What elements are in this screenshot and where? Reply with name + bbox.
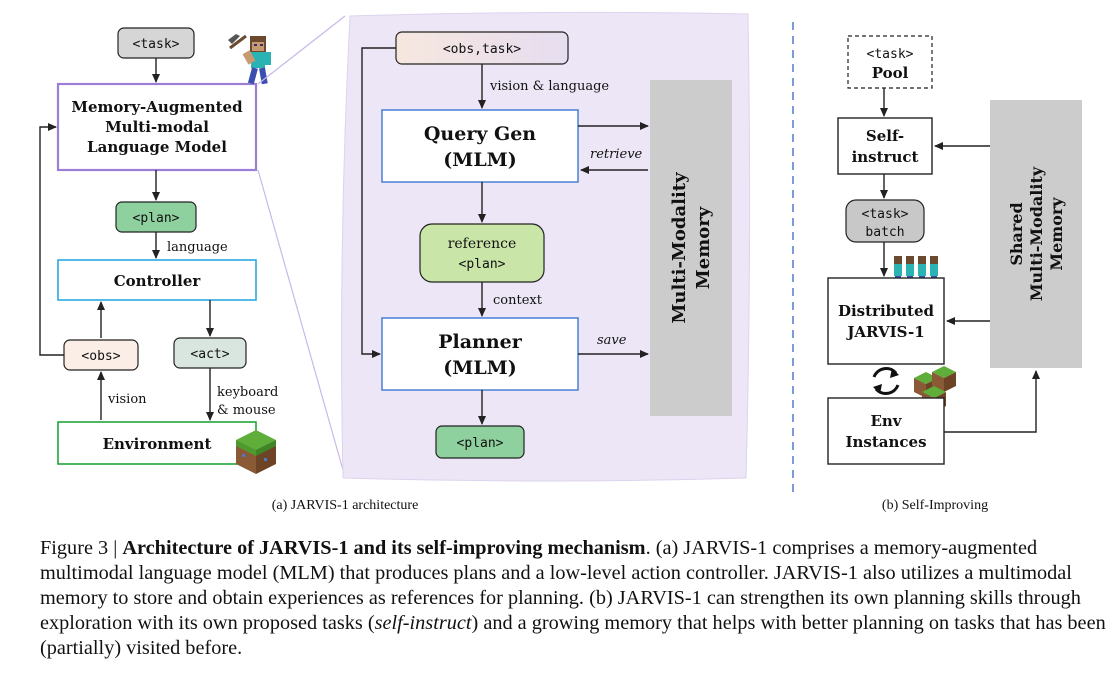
keyboard-edge-label-2: & mouse xyxy=(217,403,276,418)
act-label: <act> xyxy=(190,347,229,362)
panel-b-caption: (b) Self-Improving xyxy=(882,498,988,513)
query-gen-label-2: (MLM) xyxy=(443,149,516,171)
env-instances-label-1: Env xyxy=(870,412,902,430)
task-batch-label-2: batch xyxy=(865,225,904,240)
caption-italic: self-instruct xyxy=(374,612,472,634)
vision-edge-label: vision xyxy=(107,392,147,407)
language-edge-label: language xyxy=(167,240,228,255)
mlm-label-1: Memory-Augmented xyxy=(71,98,243,116)
distributed-label-1: Distributed xyxy=(838,302,935,320)
task-label: <task> xyxy=(133,37,180,52)
env-instances-box xyxy=(827,397,945,465)
mlm-label-3: Language Model xyxy=(87,138,227,156)
planner-box xyxy=(381,317,579,391)
save-edge-label: save xyxy=(597,333,627,348)
task-pool-box xyxy=(847,35,933,89)
reference-label-2: <plan> xyxy=(459,257,506,272)
environment-box xyxy=(57,421,257,465)
caption-text-2: ) and a growing memory that helps with b… xyxy=(40,612,1106,659)
reference-plan-box xyxy=(419,223,545,283)
panel-a-caption: (a) JARVIS-1 architecture xyxy=(272,498,419,513)
grass-block-icon xyxy=(236,430,276,474)
keyboard-edge-label-1: keyboard xyxy=(217,385,278,400)
obs-task-label: <obs,task> xyxy=(443,42,521,57)
minecraft-steve-icon xyxy=(228,34,271,85)
retrieve-edge-label: retrieve xyxy=(590,147,643,162)
figure-diagram: .box-t { font-family: "DejaVu Sans Mono"… xyxy=(39,11,1082,513)
self-instruct-label-2: instruct xyxy=(852,148,919,166)
memory-label-2: Memory xyxy=(693,206,714,289)
shared-memory-label-2: Multi-Modality xyxy=(1027,166,1046,301)
plan-output-box xyxy=(435,425,525,459)
plan-output-label: <plan> xyxy=(457,436,504,451)
caption-title: Architecture of JARVIS-1 and its self-im… xyxy=(122,537,646,559)
shared-memory-label-1: Shared xyxy=(1007,202,1026,265)
task-batch-box xyxy=(845,199,925,243)
context-edge-label: context xyxy=(493,293,543,308)
query-gen-box xyxy=(381,109,579,183)
task-pool-label-1: <task> xyxy=(867,47,914,62)
vision-language-edge-label: vision & language xyxy=(489,79,609,94)
self-instruct-label-1: Self- xyxy=(866,127,904,145)
planner-label-1: Planner xyxy=(438,331,523,353)
shared-memory-label-3: Memory xyxy=(1047,197,1066,271)
task-batch-label-1: <task> xyxy=(862,207,909,222)
caption-text-1: . (a) JARVIS-1 comprises a memory-augmen… xyxy=(40,537,1081,634)
memory-label-1: Multi-Modality xyxy=(669,172,690,324)
controller-box xyxy=(57,259,257,301)
memory-box xyxy=(650,80,732,416)
distributed-jarvis-box xyxy=(827,277,945,365)
mlm-label-2: Multi-modal xyxy=(105,118,209,136)
mlm-box xyxy=(56,82,258,172)
query-gen-label-1: Query Gen xyxy=(424,123,536,145)
refresh-cycle-icon xyxy=(872,367,900,395)
controller-label: Controller xyxy=(114,272,202,290)
distributed-label-2: JARVIS-1 xyxy=(845,323,924,341)
env-instances-label-2: Instances xyxy=(845,433,926,451)
environment-label: Environment xyxy=(103,435,212,453)
task-pool-label-2: Pool xyxy=(872,64,909,82)
planner-label-2: (MLM) xyxy=(443,357,516,379)
reference-label-1: reference xyxy=(448,236,517,252)
self-instruct-box xyxy=(837,117,933,175)
obs-label: <obs> xyxy=(81,349,120,364)
shared-memory-box xyxy=(990,100,1082,368)
plan-label: <plan> xyxy=(133,211,180,226)
figure-caption: Figure 3 | Architecture of JARVIS-1 and … xyxy=(40,536,1110,661)
caption-prefix: Figure 3 | xyxy=(40,537,123,559)
